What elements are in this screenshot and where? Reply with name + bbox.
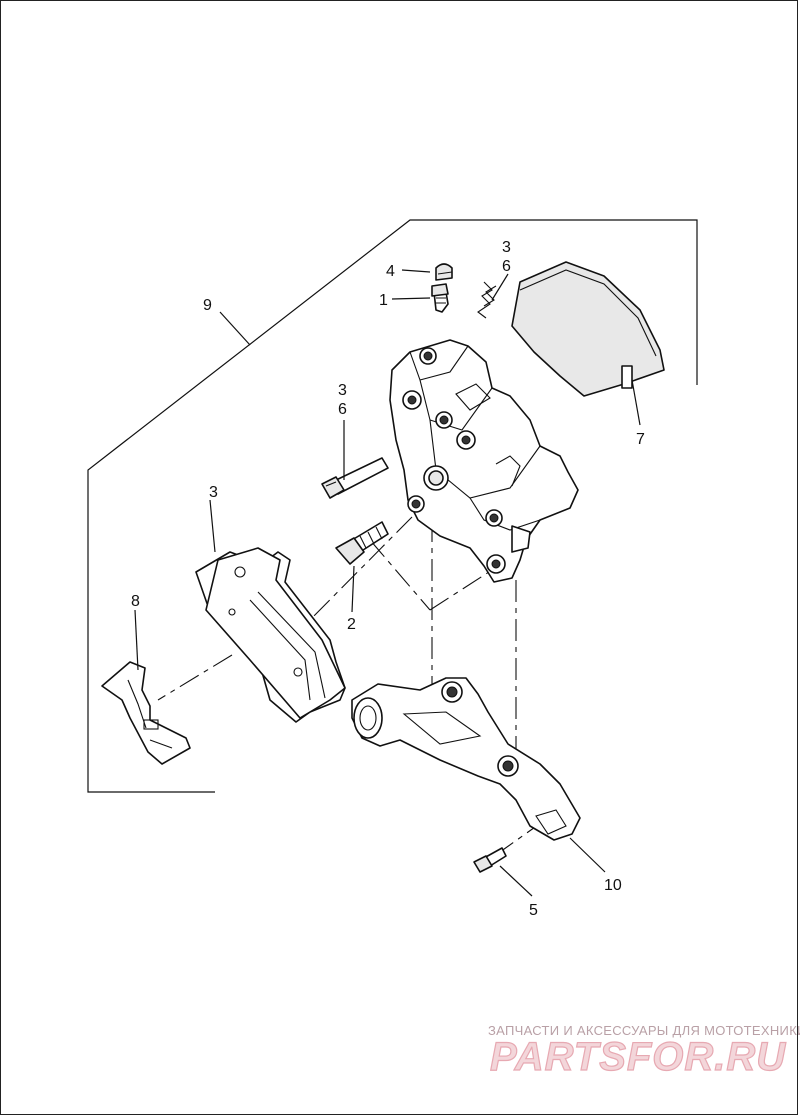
callout-7: 7 [636,431,645,448]
callout-3-clip: 3 [502,239,511,256]
callout-6-pin: 6 [338,401,347,418]
caliper-body [389,339,579,583]
callout-3-pin: 3 [338,382,347,399]
pad-pin [321,457,389,499]
alignment-lines [157,516,546,853]
mounting-bolt [335,521,389,565]
callout-8: 8 [131,593,140,610]
watermark-brand: PARTSFOR.RU [490,1035,786,1079]
bleeder-valve [431,283,449,313]
callout-9: 9 [203,297,212,314]
callout-2: 2 [347,616,356,633]
bracket-bolt [473,847,507,873]
heat-shield [511,261,665,397]
bleeder-cap [435,263,453,281]
callout-1: 1 [379,292,388,309]
caliper-bracket [351,677,581,841]
callout-10: 10 [604,877,622,894]
brake-pads [195,547,346,723]
watermark-caption: ЗАПЧАСТИ И АКСЕССУАРЫ ДЛЯ МОТОТЕХНИКИ [488,1023,800,1038]
callout-3-pads: 3 [209,484,218,501]
assembly-bracket-9 [87,219,698,793]
pad-spring-clip [101,661,191,765]
callout-6-clip: 6 [502,258,511,275]
callout-5: 5 [529,902,538,919]
watermark: ЗАПЧАСТИ И АКСЕССУАРЫ ДЛЯ МОТОТЕХНИКИ PA… [488,1023,800,1080]
leader-lines [134,269,641,897]
callout-labels: 9 4 1 3 6 3 6 7 3 8 2 10 5 [131,239,645,919]
callout-4: 4 [386,263,395,280]
retaining-clip [477,281,497,319]
